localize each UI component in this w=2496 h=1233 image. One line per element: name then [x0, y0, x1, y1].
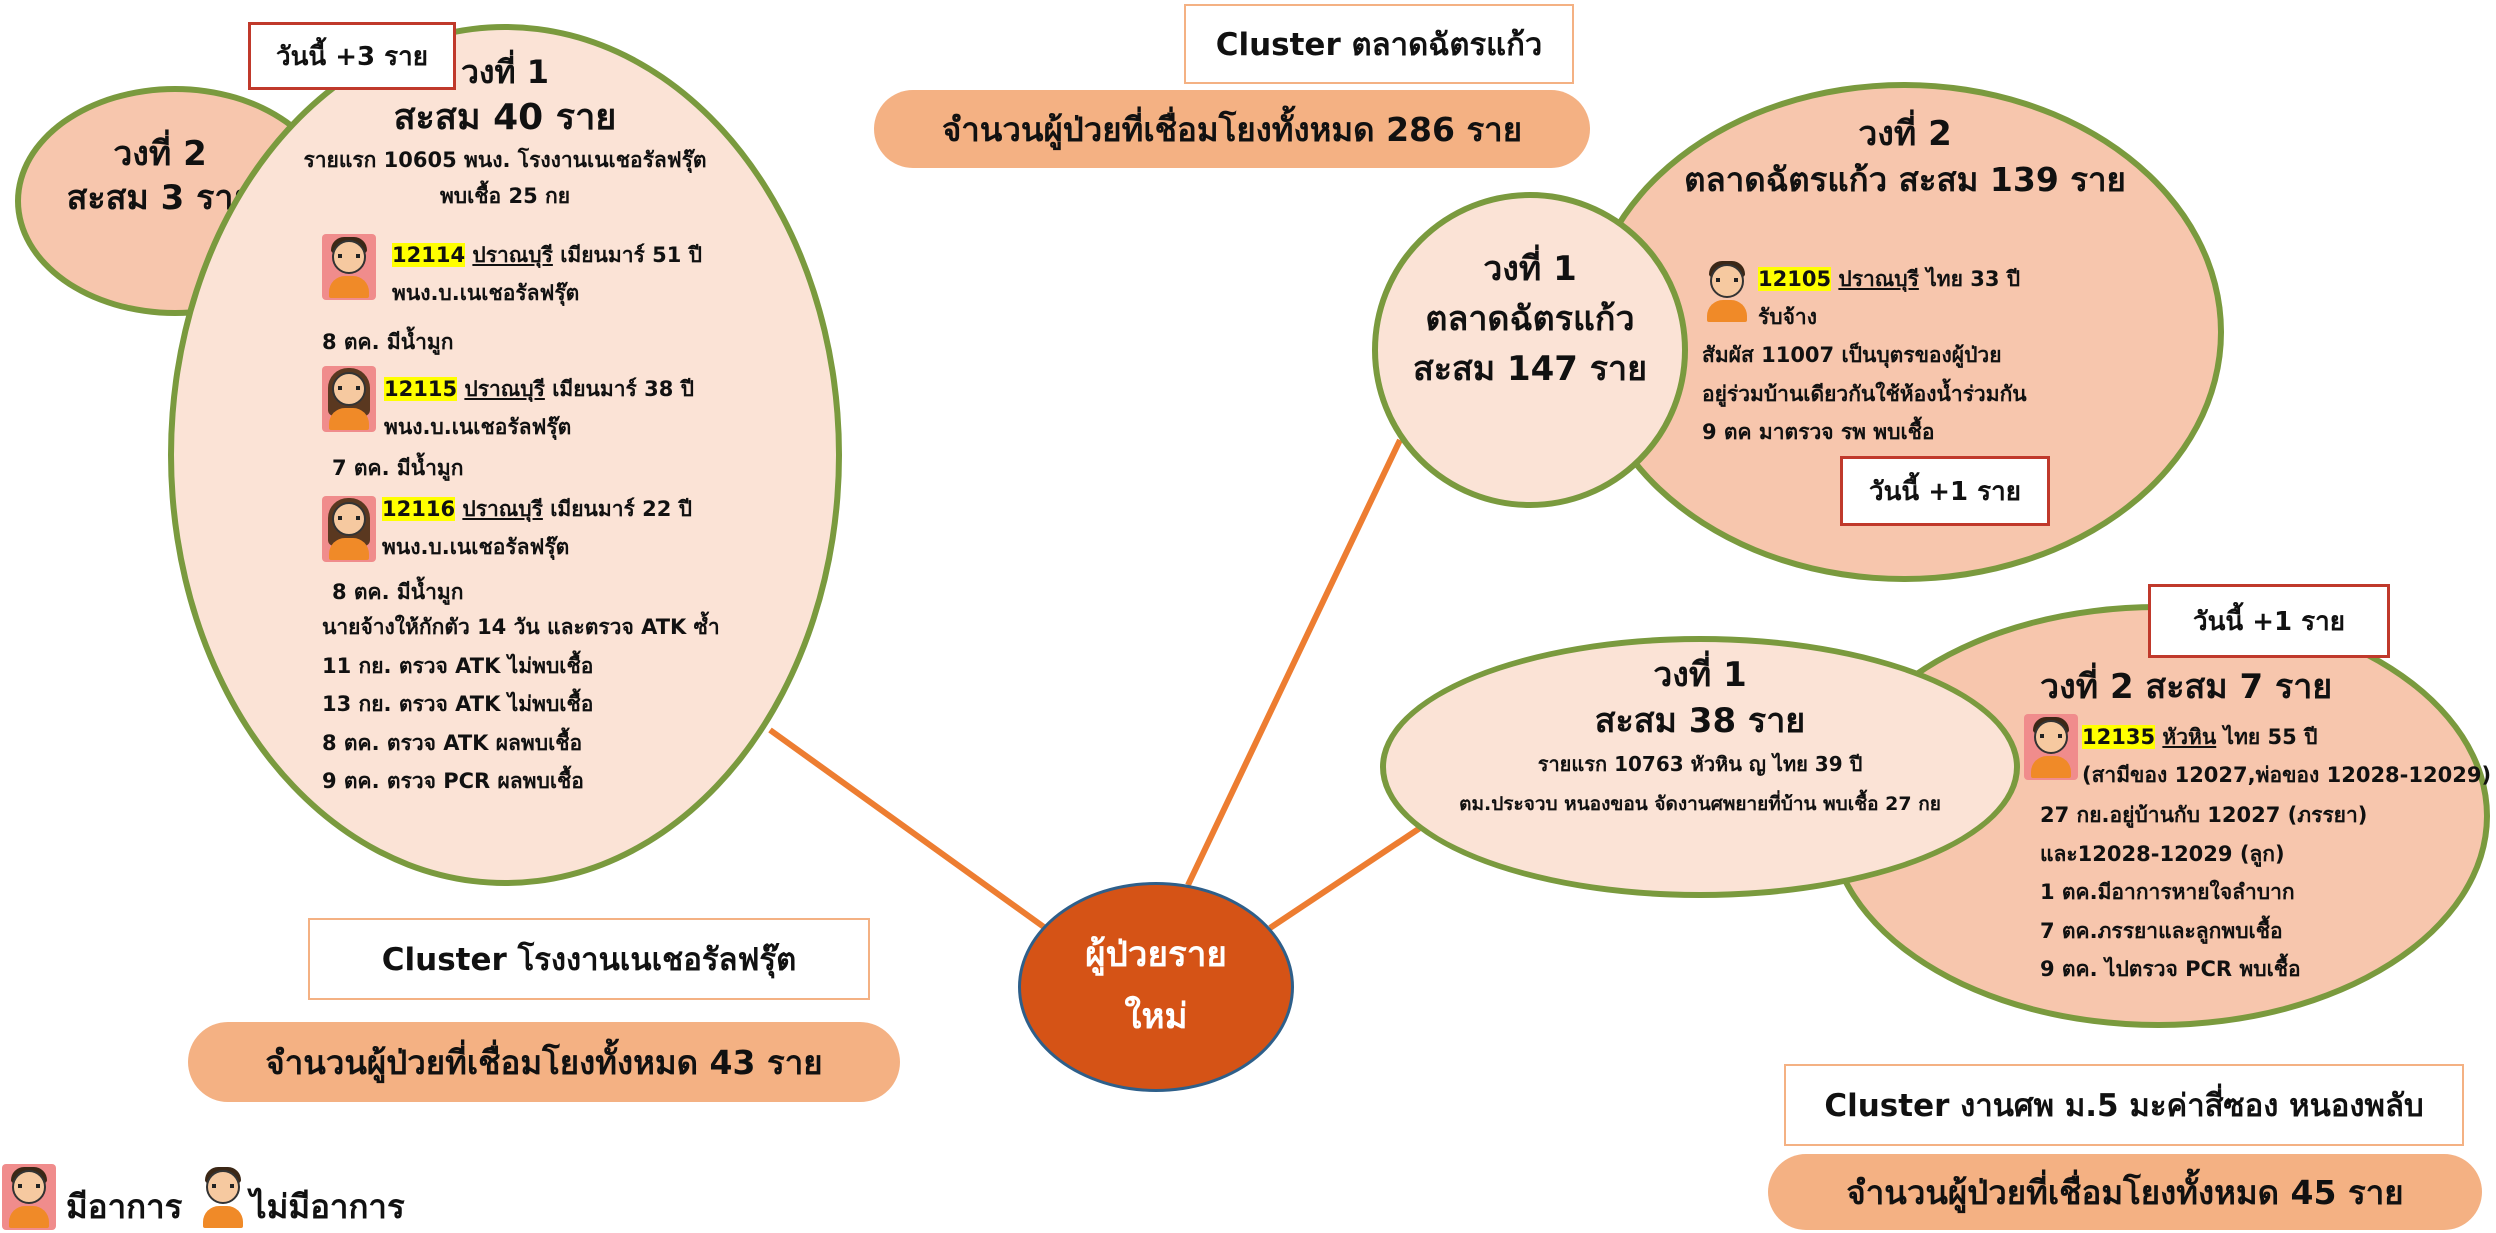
market-ring1-line1: วงที่ 1	[1483, 249, 1577, 289]
connector-funeral	[1268, 825, 1422, 931]
left-cluster-total: จำนวนผู้ป่วยที่เชื่อมโยงทั้งหมด 43 ราย	[188, 1022, 900, 1102]
legend-symptomatic-icon	[2, 1164, 56, 1230]
left-ring1-header: วงที่ 1 สะสม 40 ราย รายแรก 10605 พนง. โร…	[268, 50, 742, 214]
timeline-item: 8 ตค. ตรวจ ATK ผลพบเชื้อ	[322, 730, 583, 755]
left-first-case-1: รายแรก 10605 พนง. โรงงานเนเชอรัลฟรุ๊ต	[303, 148, 707, 172]
timeline-item: และ12028-12029 (ลูก)	[2040, 841, 2285, 866]
funeral-ring1-label: วงที่ 1 สะสม 38 ราย รายแรก 10763 หัวหิน …	[1400, 652, 2000, 824]
patient-place: หัวหิน	[2162, 725, 2217, 749]
timeline-item: 27 กย.อยู่บ้านกับ 12027 (ภรรยา)	[2040, 803, 2368, 827]
timeline-item: 13 กย. ตรวจ ATK ไม่พบเชื้อ	[322, 692, 594, 716]
market-ring2-line2: ตลาดฉัตรแก้ว สะสม 139 ราย	[1684, 160, 2126, 199]
timeline-item: นายจ้างให้กักตัว 14 วัน และตรวจ ATK ซ้ำ	[322, 615, 720, 639]
timeline-item: สัมผัส 11007 เป็นบุตรของผู้ป่วย	[1702, 343, 2002, 367]
patient-place: ปราณบุรี	[462, 497, 543, 521]
symptomatic-male-avatar-icon	[322, 234, 376, 300]
new-patient-line2: ใหม่	[1124, 997, 1188, 1037]
symptomatic-male-avatar-icon	[2024, 714, 2078, 780]
left-ring1-line1: วงที่ 1	[460, 53, 550, 91]
timeline-item: 9 ตค มาตรวจ รพ พบเชื้อ	[1702, 420, 1935, 444]
left-ring2-label: วงที่ 2 สะสม 3 ราย	[35, 132, 285, 220]
patient-id: 12135	[2082, 725, 2156, 749]
market-ring2-header: วงที่ 2 ตลาดฉัตรแก้ว สะสม 139 ราย	[1640, 110, 2170, 202]
market-patient-12105: 12105 ปราณบุรี ไทย 33 ปี รับจ้าง	[1758, 260, 2020, 336]
left-first-case-2: พบเชื้อ 25 กย	[439, 184, 571, 208]
timeline-item: 7 ตค.ภรรยาและลูกพบเชื้อ	[2040, 918, 2283, 943]
patient-detail: ไทย 33 ปี	[1926, 267, 2021, 291]
left-ring1-line2: สะสม 40 ราย	[393, 97, 617, 138]
left-patient-12114-note: 8 ตค. มีน้ำมูก	[322, 330, 454, 354]
market-ring2-line1: วงที่ 2	[1858, 114, 1952, 154]
funeral-ring2-notes: 27 กย.อยู่บ้านกับ 12027 (ภรรยา) และ12028…	[2040, 796, 2367, 989]
legend-asymptomatic-label: ไม่มีอาการ	[250, 1187, 405, 1226]
left-patient-12115-note: 7 ตค. มีน้ำมูก	[332, 456, 464, 480]
connector-market	[1185, 438, 1403, 887]
funeral-first-case-1: รายแรก 10763 หัวหิน ญ ไทย 39 ปี	[1537, 752, 1863, 776]
symptomatic-female-avatar-icon	[322, 366, 376, 432]
funeral-today-badge: วันนี้ +1 ราย	[2148, 584, 2390, 658]
new-patient-line1: ผู้ป่วยราย	[1085, 935, 1227, 975]
left-patient-12116: 12116 ปราณบุรี เมียนมาร์ 22 ปี พนง.บ.เนเ…	[382, 490, 692, 566]
new-patient-label: ผู้ป่วยราย ใหม่	[1030, 924, 1282, 1048]
patient-job: พนง.บ.เนเชอรัลฟรุ๊ต	[382, 535, 570, 559]
left-patient-12114: 12114 ปราณบุรี เมียนมาร์ 51 ปี พนง.บ.เนเ…	[392, 236, 702, 312]
timeline-item: 1 ตค.มีอาการหายใจลำบาก	[2040, 880, 2295, 904]
left-patient-12116-note: 8 ตค. มีน้ำมูก	[332, 580, 464, 604]
legend-symptomatic-label: มีอาการ	[66, 1187, 183, 1226]
market-cluster-total: จำนวนผู้ป่วยที่เชื่อมโยงทั้งหมด 286 ราย	[874, 90, 1590, 168]
funeral-ring1-line2: สะสม 38 ราย	[1594, 701, 1806, 741]
patient-relation: (สามีของ 12027,พ่อของ 12028-12029)	[2082, 763, 2492, 787]
patient-detail: เมียนมาร์ 51 ปี	[560, 243, 702, 267]
market-ring1-line2: ตลาดฉัตรแก้ว	[1425, 299, 1635, 339]
left-today-badge: วันนี้ +3 ราย	[248, 22, 456, 90]
patient-id: 12105	[1758, 267, 1832, 291]
funeral-ring2-title: วงที่ 2 สะสม 7 ราย	[2040, 667, 2333, 707]
left-ring2-line1: วงที่ 2	[113, 134, 207, 174]
patient-detail: ไทย 55 ปี	[2223, 725, 2318, 749]
left-cluster-title: Cluster โรงงานเนเชอรัลฟรุ๊ต	[308, 918, 870, 1000]
funeral-first-case-2: ตม.ประจวบ หนองขอน จัดงานศพยายที่บ้าน พบเ…	[1459, 793, 1941, 815]
timeline-item: 9 ตค. ตรวจ PCR ผลพบเชื้อ	[322, 769, 584, 793]
patient-id: 12114	[392, 243, 466, 267]
timeline-item: 9 ตค. ไปตรวจ PCR พบเชื้อ	[2040, 957, 2301, 981]
asymptomatic-male-avatar-icon	[1700, 258, 1754, 324]
funeral-patient-12135: 12135 หัวหิน ไทย 55 ปี (สามีของ 12027,พ่…	[2082, 718, 2491, 794]
patient-place: ปราณบุรี	[472, 243, 553, 267]
timeline-item: 11 กย. ตรวจ ATK ไม่พบเชื้อ	[322, 653, 594, 678]
funeral-cluster-title: Cluster งานศพ ม.5 มะค่าสี่ซอง หนองพลับ	[1784, 1064, 2464, 1146]
patient-detail: เมียนมาร์ 22 ปี	[550, 497, 692, 521]
patient-id: 12115	[384, 377, 458, 401]
funeral-ring1-ellipse	[1380, 636, 2020, 898]
legend-asymptomatic-icon	[196, 1164, 250, 1230]
left-timeline: นายจ้างให้กักตัว 14 วัน และตรวจ ATK ซ้ำ …	[322, 608, 720, 801]
patient-job: รับจ้าง	[1758, 305, 1817, 329]
timeline-item: อยู่ร่วมบ้านเดียวกันใช้ห้องน้ำร่วมกัน	[1702, 381, 2027, 406]
market-cluster-title: Cluster ตลาดฉัตรแก้ว	[1184, 4, 1574, 84]
symptomatic-female-avatar-icon	[322, 496, 376, 562]
funeral-cluster-total: จำนวนผู้ป่วยที่เชื่อมโยงทั้งหมด 45 ราย	[1768, 1154, 2482, 1230]
market-today-badge: วันนี้ +1 ราย	[1840, 456, 2050, 526]
patient-place: ปราณบุรี	[1838, 267, 1919, 291]
patient-job: พนง.บ.เนเชอรัลฟรุ๊ต	[384, 415, 572, 439]
patient-place: ปราณบุรี	[464, 377, 545, 401]
market-ring2-notes: สัมผัส 11007 เป็นบุตรของผู้ป่วย อยู่ร่วม…	[1702, 336, 2027, 452]
patient-id: 12116	[382, 497, 456, 521]
left-patient-12115: 12115 ปราณบุรี เมียนมาร์ 38 ปี พนง.บ.เนเ…	[384, 370, 694, 446]
market-ring1-circle	[1372, 192, 1688, 508]
connector-left	[768, 727, 1050, 933]
left-ring2-line2: สะสม 3 ราย	[66, 178, 254, 218]
funeral-ring1-line1: วงที่ 1	[1653, 655, 1747, 695]
left-ring1-ellipse	[168, 24, 842, 886]
new-patient-node	[1018, 882, 1294, 1092]
market-ring1-label: วงที่ 1 ตลาดฉัตรแก้ว สะสม 147 ราย	[1384, 244, 1676, 394]
market-ring1-line3: สะสม 147 ราย	[1412, 349, 1648, 389]
patient-detail: เมียนมาร์ 38 ปี	[552, 377, 694, 401]
patient-job: พนง.บ.เนเชอรัลฟรุ๊ต	[392, 281, 580, 305]
